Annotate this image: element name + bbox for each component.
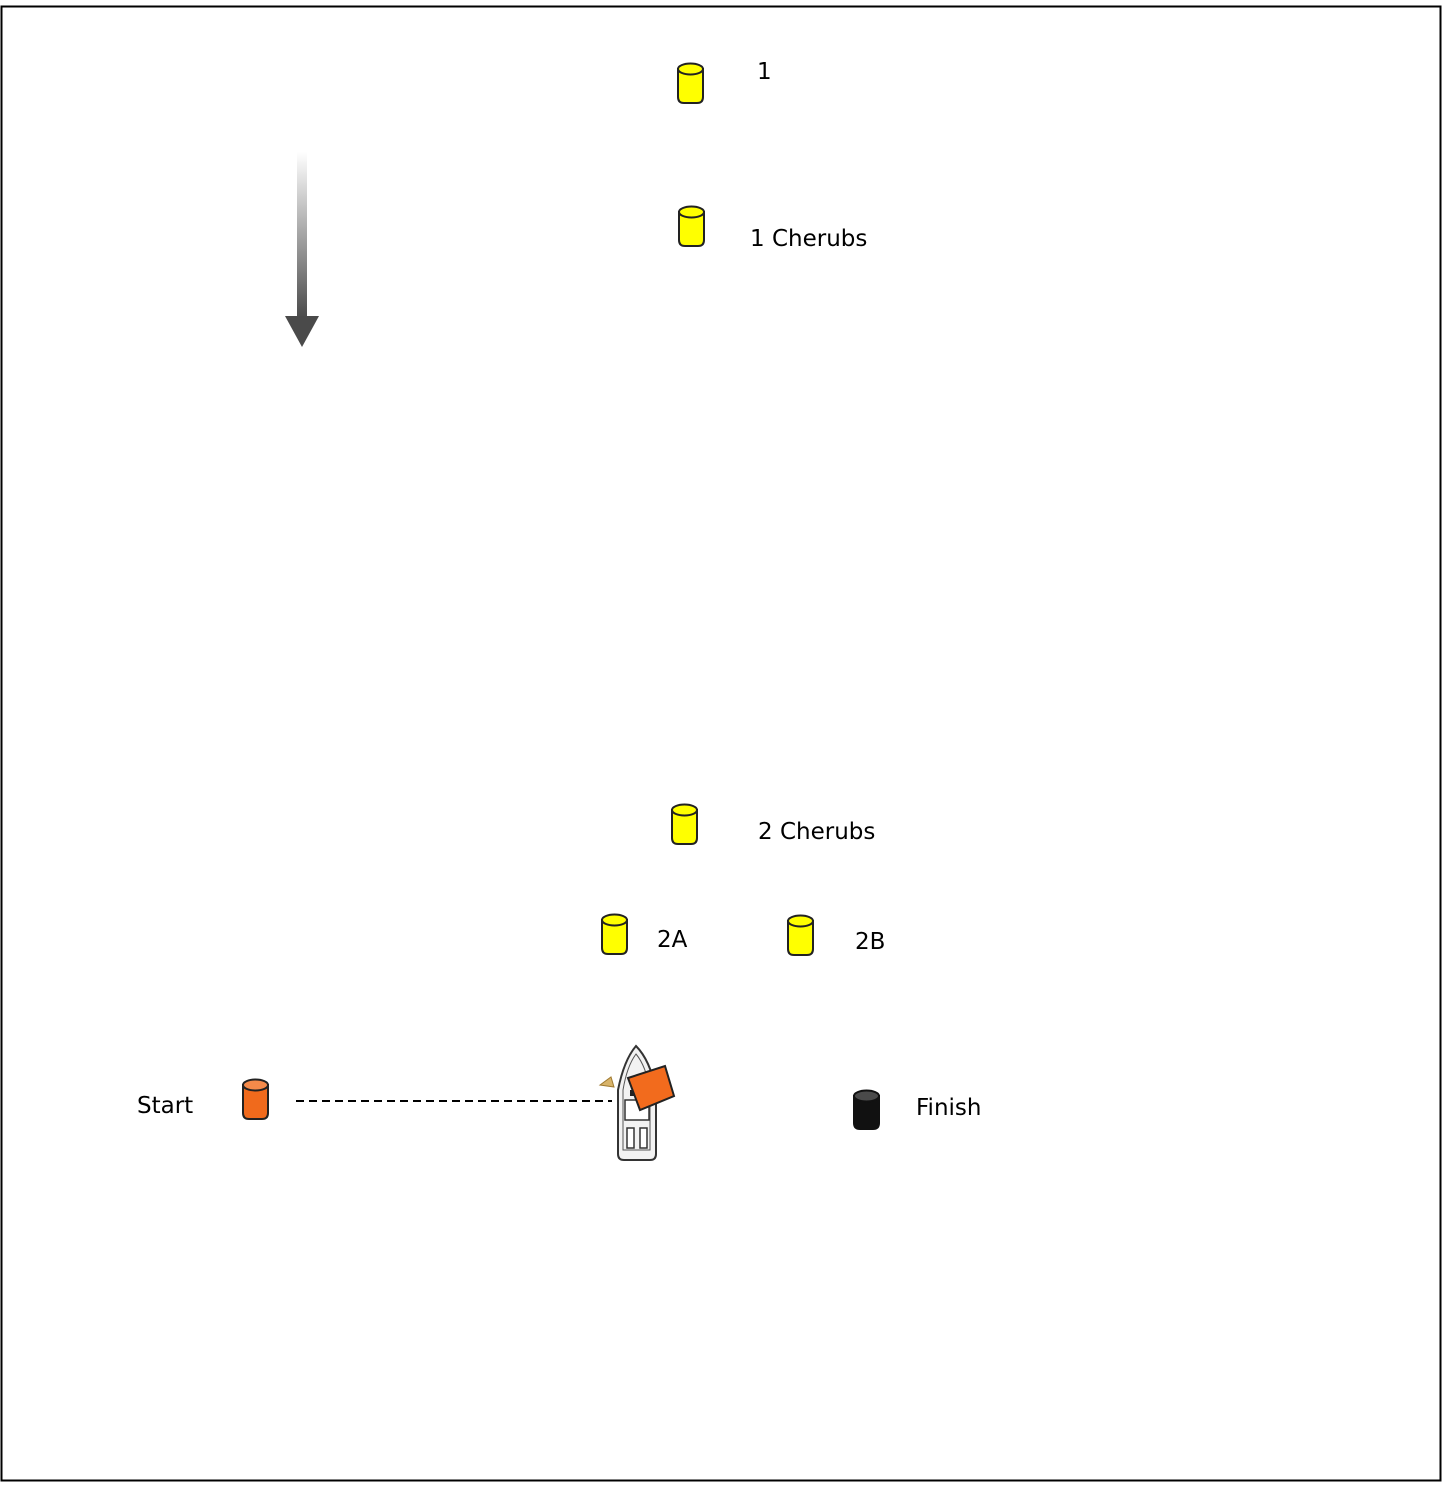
start-buoy-icon bbox=[243, 1080, 268, 1120]
finish-buoy-icon bbox=[854, 1091, 879, 1130]
mark-2-cherubs-label: 2 Cherubs bbox=[758, 821, 875, 844]
finish-label: Finish bbox=[916, 1097, 981, 1120]
mark-2b-buoy-icon bbox=[788, 916, 813, 956]
mark-1-cherubs-label: 1 Cherubs bbox=[750, 228, 867, 251]
start-label: Start bbox=[137, 1095, 193, 1118]
mark-2-cherubs-buoy-icon bbox=[672, 805, 697, 845]
mark-1-cherubs-buoy-icon bbox=[679, 207, 704, 247]
mark-1-buoy-icon bbox=[678, 64, 703, 104]
mark-2a-label: 2A bbox=[657, 929, 687, 952]
mark-2a-buoy-icon bbox=[602, 915, 627, 955]
diagram-frame bbox=[2, 7, 1441, 1481]
mark-2b-label: 2B bbox=[855, 931, 885, 954]
mark-1-label: 1 bbox=[757, 61, 772, 84]
